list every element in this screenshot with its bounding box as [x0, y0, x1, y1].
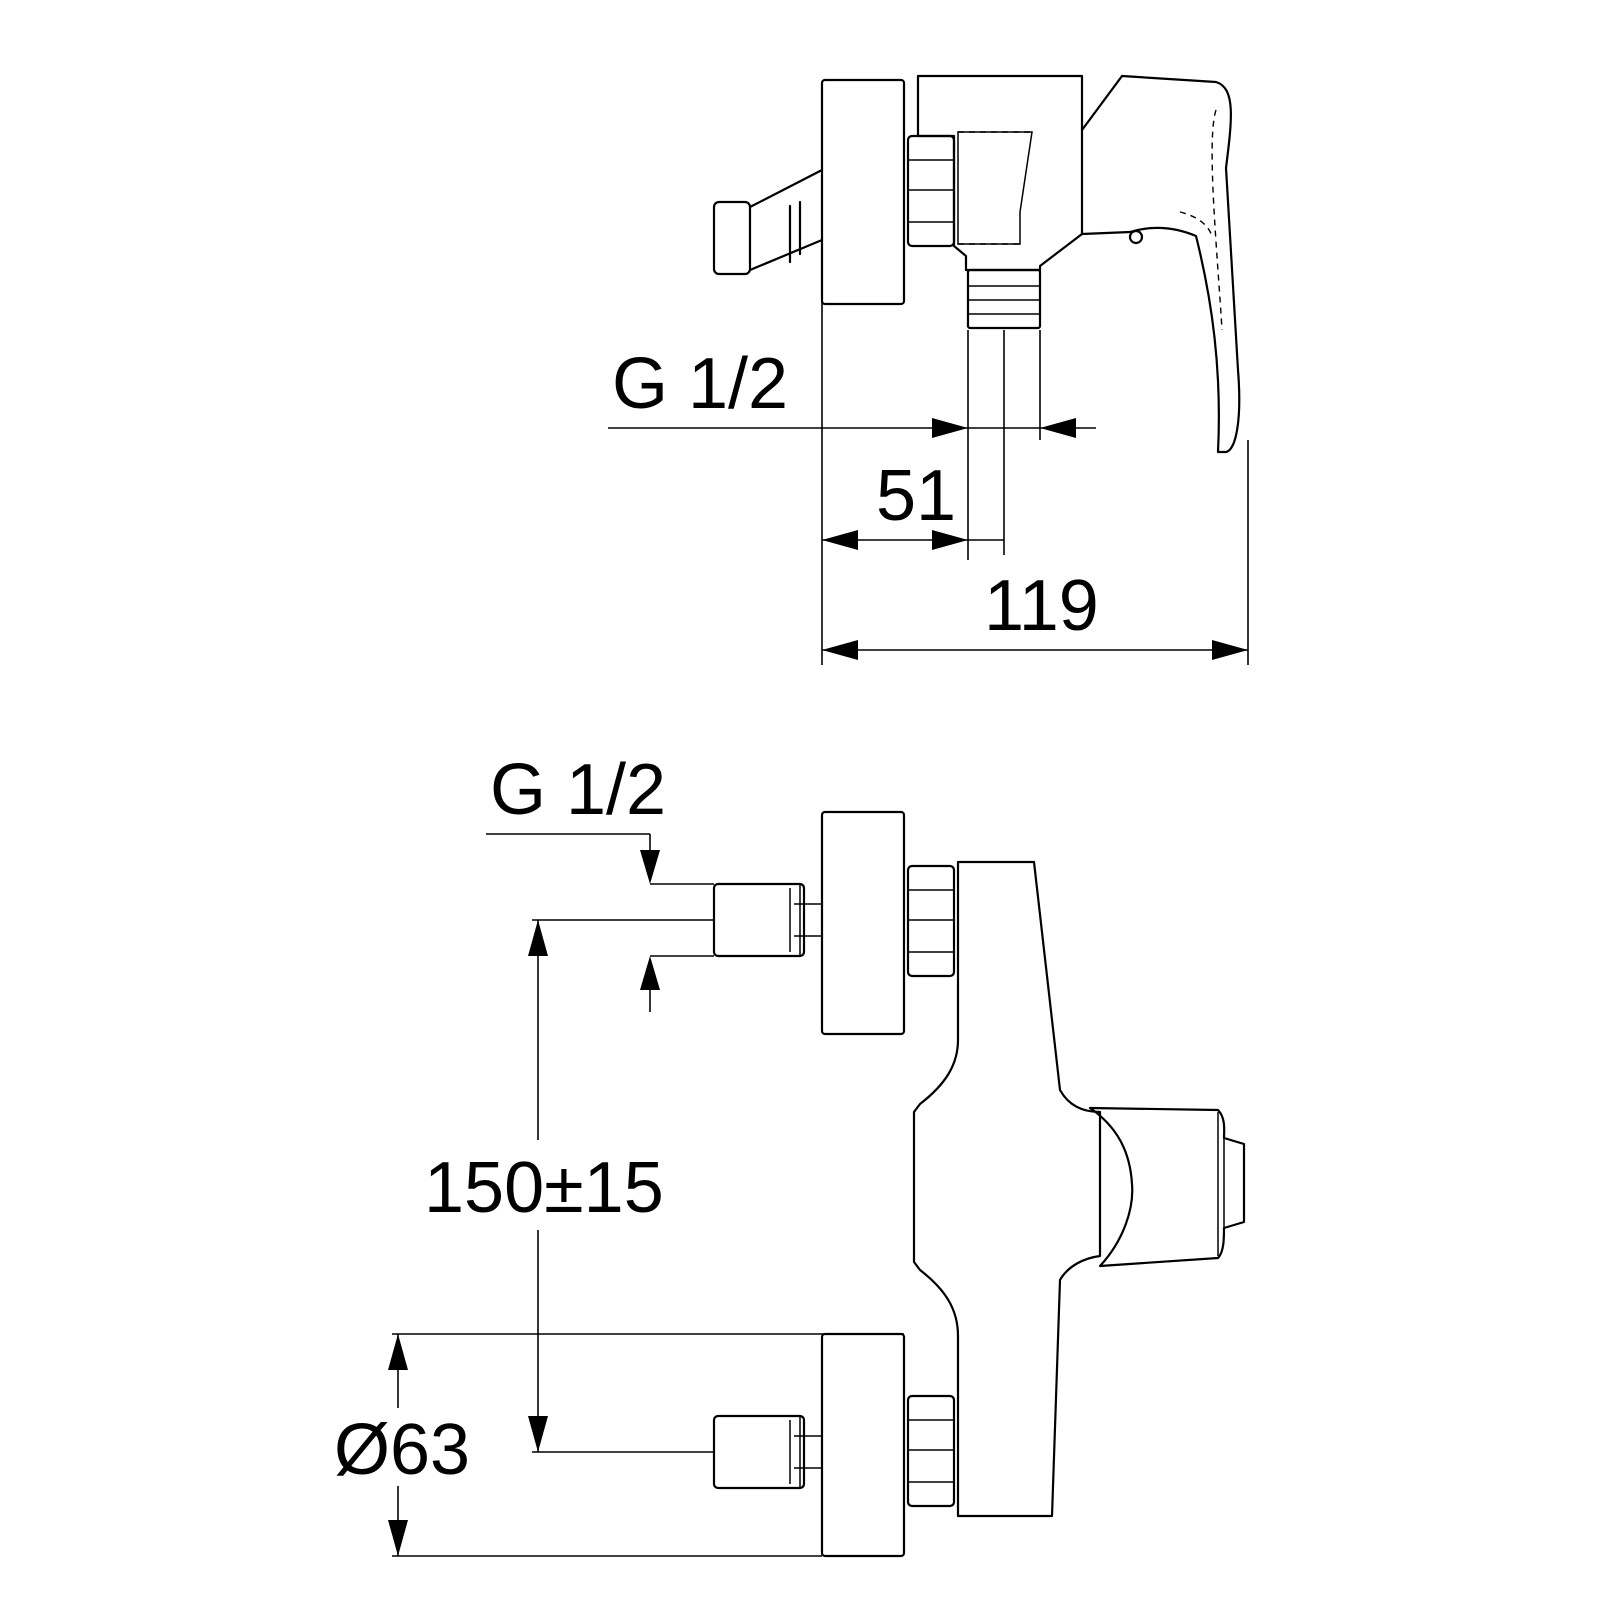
- side-rosette: [820, 78, 906, 306]
- side-body-inner: [957, 131, 1033, 245]
- side-body-hidden: [958, 131, 1032, 245]
- diameter-label: Ø63: [334, 1410, 470, 1490]
- front-dimensions: [388, 833, 904, 1557]
- front-thread-arrow-bottom: [640, 956, 660, 990]
- front-lever-head: [1088, 1106, 1246, 1268]
- side-thread-label: G 1/2: [612, 344, 788, 424]
- front-lower-inlet-detail: [789, 1416, 823, 1488]
- front-lever-head-inner: [1217, 1112, 1225, 1256]
- center-distance-label: 150±15: [424, 1148, 664, 1228]
- side-dimensions: [608, 300, 1249, 665]
- front-upper-inlet-detail: [789, 884, 823, 956]
- dim-63-arrow-bottom: [388, 1520, 408, 1556]
- dim-150-arrow-top: [528, 920, 548, 956]
- side-depth-label: 51: [876, 456, 956, 536]
- side-total-label: 119: [984, 566, 1099, 646]
- side-thread-arrow-right: [1040, 418, 1076, 438]
- center-distance-label-bg: [420, 1140, 656, 1230]
- front-upper-hex-nut: [906, 864, 956, 978]
- front-thread-label: G 1/2: [490, 750, 666, 830]
- front-mixer-body: [912, 860, 1102, 1518]
- dim-119-arrow-right: [1212, 640, 1248, 660]
- dim-150-arrow-bottom: [528, 1416, 548, 1452]
- front-view: G 1/2 150±15 Ø63: [330, 750, 1246, 1558]
- side-inlet-stub: [712, 200, 752, 276]
- dim-51-arrow-right: [932, 530, 968, 550]
- dim-119-arrow-left: [822, 640, 858, 660]
- side-outlet: [966, 268, 1042, 330]
- side-lever-pivot: [1128, 229, 1144, 245]
- dim-63-arrow-top: [388, 1334, 408, 1370]
- diameter-label-bg: [330, 1410, 460, 1486]
- front-thread-arrow-top: [640, 850, 660, 884]
- front-lower-rosette: [820, 1332, 906, 1558]
- side-lever-hidden: [1179, 109, 1223, 331]
- side-thread-arrow-left: [932, 418, 968, 438]
- front-lower-hex-nut: [906, 1394, 956, 1508]
- side-lever: [1080, 74, 1241, 454]
- side-hex-nut: [906, 134, 956, 248]
- dim-51-arrow-left: [822, 530, 858, 550]
- side-body: [916, 74, 1084, 272]
- side-eccentric-connector: [748, 168, 824, 272]
- front-upper-rosette: [820, 810, 906, 1036]
- side-view: G 1/2 51 119: [608, 74, 1249, 665]
